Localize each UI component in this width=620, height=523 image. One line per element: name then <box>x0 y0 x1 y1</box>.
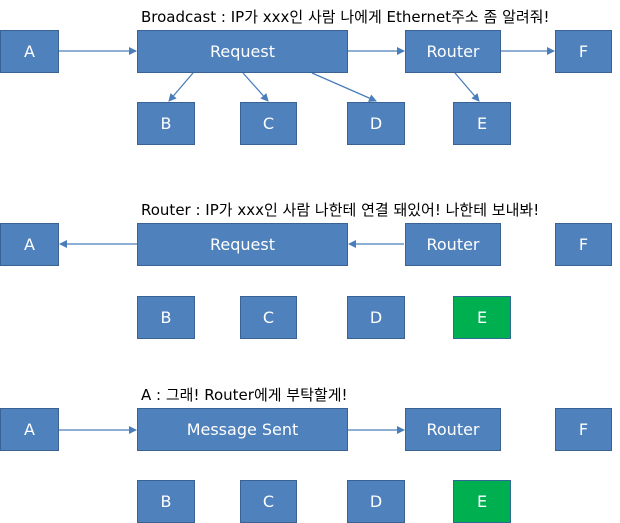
node-f: F <box>555 30 612 73</box>
arrow-router-to-e <box>454 72 480 102</box>
node-router: Router <box>405 223 501 266</box>
node-f: F <box>555 408 612 451</box>
arrow-request-to-d <box>311 72 377 102</box>
node-a: A <box>0 30 59 73</box>
panel-1-caption: Broadcast : IP가 xxx인 사람 나에게 Ethernet주소 좀… <box>141 8 550 26</box>
node-e-highlighted: E <box>453 480 511 523</box>
node-e: E <box>453 102 511 145</box>
node-c: C <box>240 480 297 523</box>
node-d: D <box>347 296 405 339</box>
arrow-request-to-b <box>168 72 194 102</box>
node-d: D <box>347 480 405 523</box>
node-d: D <box>347 102 405 145</box>
node-a: A <box>0 223 59 266</box>
arrow-request-to-c <box>242 72 269 102</box>
node-b: B <box>137 480 195 523</box>
panel-3-caption: A : 그래! Router에게 부탁할게! <box>141 386 348 404</box>
node-request: Request <box>137 223 348 266</box>
node-message-sent: Message Sent <box>137 408 348 451</box>
node-b: B <box>137 296 195 339</box>
node-c: C <box>240 102 297 145</box>
node-c: C <box>240 296 297 339</box>
node-b: B <box>137 102 195 145</box>
node-router: Router <box>405 408 501 451</box>
node-e-highlighted: E <box>453 296 511 339</box>
node-request: Request <box>137 30 348 73</box>
panel-2-caption: Router : IP가 xxx인 사람 나한테 연결 돼있어! 나한테 보내봐… <box>141 201 540 219</box>
node-a: A <box>0 408 59 451</box>
node-f: F <box>555 223 612 266</box>
node-router: Router <box>405 30 501 73</box>
